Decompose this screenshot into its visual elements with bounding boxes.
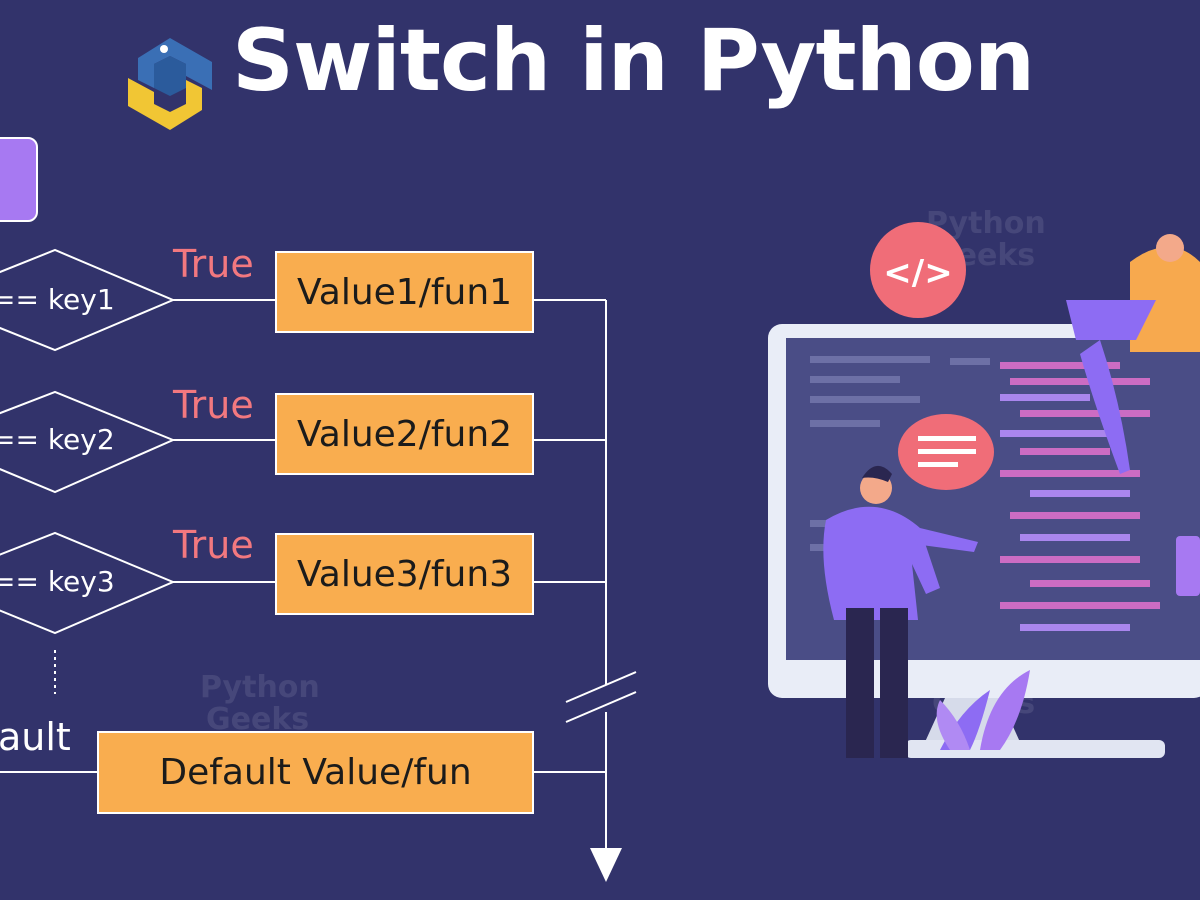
developer-figure: [823, 465, 978, 758]
start-box: [0, 137, 38, 222]
developer-illustration: </>: [768, 222, 1200, 758]
condition-label-2: == key2: [0, 423, 115, 456]
sitting-person-figure: [1066, 234, 1200, 474]
true-label-1: True: [173, 242, 254, 286]
side-device: [1176, 536, 1200, 596]
default-label: ault: [0, 715, 71, 759]
condition-label-3: == key3: [0, 565, 115, 598]
code-badge-text: </>: [883, 253, 952, 293]
default-value-box: Default Value/fun: [97, 731, 534, 814]
plant-decoration: [936, 670, 1030, 750]
true-label-2: True: [173, 383, 254, 427]
down-arrow-icon: [590, 848, 622, 882]
python-logo: [128, 38, 212, 130]
value-box-2: Value2/fun2: [275, 393, 534, 475]
true-label-3: True: [173, 523, 254, 567]
code-badge-icon: [870, 222, 966, 318]
value-box-1: Value1/fun1: [275, 251, 534, 333]
condition-label-1: == key1: [0, 283, 115, 316]
value-box-3: Value3/fun3: [275, 533, 534, 615]
page-title: Switch in Python: [232, 11, 1035, 111]
